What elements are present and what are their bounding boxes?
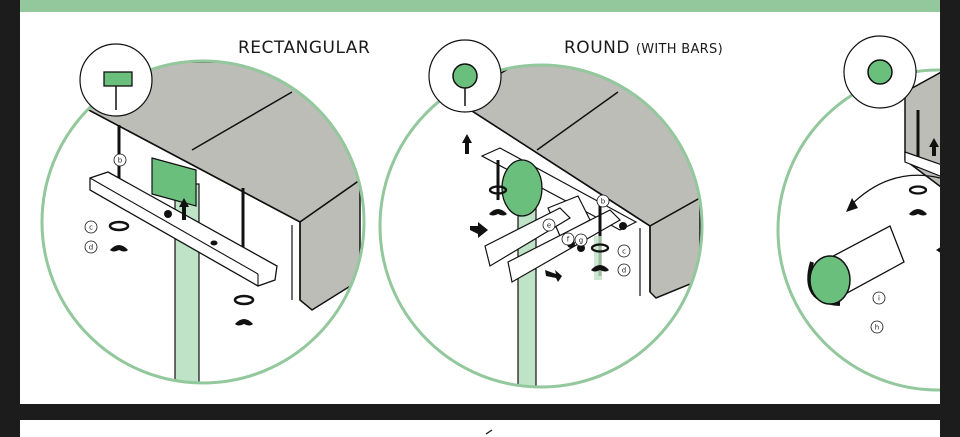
svg-text:c: c <box>89 224 93 232</box>
rect-scene <box>83 61 361 383</box>
wing-nut-d-left <box>110 245 128 252</box>
next-panel-edge <box>20 420 940 437</box>
bar-partial <box>904 151 940 179</box>
callout-e-round: e <box>542 218 556 232</box>
callout-h: h <box>870 320 884 334</box>
callout-d-rect: d <box>84 240 98 254</box>
arrow-partial-icon <box>936 244 940 256</box>
slab-front-edge <box>454 99 651 292</box>
rect-detail-circle <box>40 59 366 385</box>
rotate-arc <box>849 174 940 207</box>
heading-round-sub: (WITH BARS) <box>635 42 723 57</box>
next-panel-mark <box>485 429 493 435</box>
callout-g-round: g <box>574 233 588 247</box>
callout-i: i <box>872 291 886 305</box>
wing-nut-partial <box>909 209 927 216</box>
washer-right <box>590 243 610 253</box>
push-arrow-icon <box>545 270 562 282</box>
round-scene <box>453 65 701 387</box>
wing-nut-right <box>591 265 609 272</box>
wing-nut-right <box>235 319 253 326</box>
svg-text:e: e <box>547 222 551 230</box>
round-profile-shape <box>452 63 478 89</box>
round-detail-circle <box>378 63 704 389</box>
callout-f-round: f <box>561 232 575 246</box>
umbrella-pole <box>517 187 537 387</box>
diagram-round: b e f g c d <box>378 39 704 389</box>
slab-seam <box>191 91 293 151</box>
up-arrow-icon <box>179 198 189 220</box>
right-arrow-icon <box>470 222 488 238</box>
front-bar-lower <box>507 209 621 283</box>
svg-text:c: c <box>622 248 626 256</box>
third-detail-circle <box>776 68 940 392</box>
wing-nut-left <box>489 209 507 216</box>
slab-front-edge <box>84 107 301 300</box>
washer-c-left <box>108 220 130 232</box>
pipe-end <box>809 255 851 305</box>
rect-profile-shape <box>103 71 133 87</box>
callout-c-round: c <box>617 244 631 258</box>
slab-seam <box>536 91 619 151</box>
rotate-arrow-icon <box>846 198 858 212</box>
svg-text:i: i <box>878 295 880 303</box>
diagram-third-partial: i h <box>776 35 940 392</box>
callout-d-round: d <box>617 263 631 277</box>
round-pole-top <box>501 159 543 217</box>
diagram-rectangular: b c d <box>40 43 366 385</box>
top-accent-bar <box>20 0 940 12</box>
up-arrow-partial-icon <box>929 138 939 156</box>
callout-c-rect: c <box>84 220 98 234</box>
washer-right <box>233 294 255 306</box>
washer-partial <box>908 185 928 195</box>
flat-bar <box>89 171 278 287</box>
svg-text:f: f <box>567 236 570 244</box>
svg-text:d: d <box>622 267 626 275</box>
svg-text:d: d <box>89 244 93 252</box>
svg-text:b: b <box>601 198 606 206</box>
third-profile-shape <box>867 59 893 85</box>
svg-text:g: g <box>579 237 583 245</box>
svg-text:b: b <box>118 157 123 165</box>
bar-nut <box>164 210 172 218</box>
nut-right <box>619 222 627 230</box>
heading-round: ROUND (WITH BARS) <box>564 38 723 58</box>
svg-text:h: h <box>875 324 879 332</box>
up-arrow-icon <box>462 134 472 154</box>
callout-b-rect: b <box>113 153 127 167</box>
bar-hole <box>210 240 218 246</box>
rect-mount-block <box>151 157 197 207</box>
flat-bar-edge <box>89 177 259 275</box>
callout-b-round: b <box>596 194 610 208</box>
heading-rectangular: RECTANGULAR <box>238 38 371 58</box>
heading-round-main: ROUND <box>564 38 630 58</box>
washer-left <box>488 185 508 195</box>
